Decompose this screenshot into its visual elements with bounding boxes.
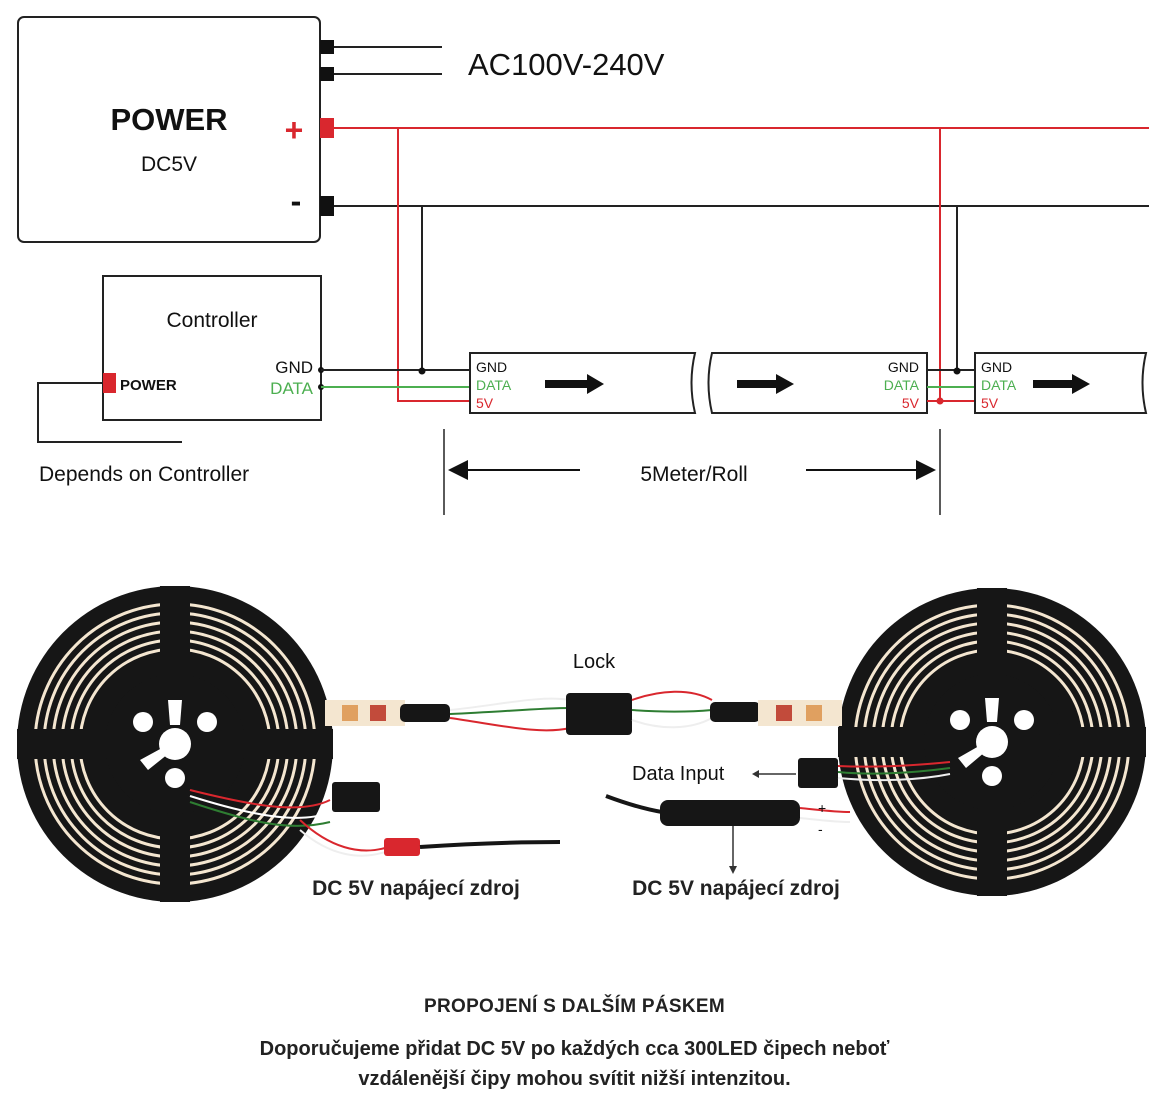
data-input-label: Data Input bbox=[632, 763, 725, 785]
strip2-data-label: DATA bbox=[884, 377, 920, 393]
lock-label: Lock bbox=[573, 651, 616, 673]
right-led-reel: + - bbox=[605, 588, 1146, 896]
left-power-plug bbox=[384, 838, 420, 856]
controller-power-lead: Depends on Controller bbox=[37, 382, 249, 486]
right-psu-label: DC 5V napájecí zdroj bbox=[632, 877, 840, 900]
data-input-callout: Data Input bbox=[632, 763, 796, 785]
strip3-data-label: DATA bbox=[981, 377, 1017, 393]
controller-data-label: DATA bbox=[270, 379, 313, 398]
left-psu-label: DC 5V napájecí zdroj bbox=[312, 877, 520, 900]
power-title: POWER bbox=[110, 102, 227, 137]
power-wires bbox=[334, 127, 1149, 402]
strip3-gnd-label: GND bbox=[981, 359, 1012, 375]
strip2-5v-label: 5V bbox=[902, 395, 920, 411]
left-reel-hub-hole bbox=[159, 728, 191, 760]
right-reel-hub-hole bbox=[976, 726, 1008, 758]
strip1-gnd-label: GND bbox=[476, 359, 507, 375]
roll-length-dimension: 5Meter/Roll bbox=[443, 429, 941, 515]
strip2-arrow-icon bbox=[737, 374, 794, 394]
ac-terminal-1 bbox=[320, 40, 334, 54]
led-strip-segment-3: GND DATA 5V bbox=[974, 352, 1148, 414]
strip1-5v-label: 5V bbox=[476, 395, 494, 411]
controller-power-port bbox=[103, 373, 116, 393]
ac-terminal-2 bbox=[320, 67, 334, 81]
minus-wire-mark: - bbox=[818, 821, 823, 837]
controller-power-label: POWER bbox=[120, 377, 177, 394]
caption-title: PROPOJENÍ S DALŠÍM PÁSKEM bbox=[424, 996, 725, 1017]
strip2-gnd-label: GND bbox=[888, 359, 919, 375]
right-strip-end bbox=[758, 700, 842, 726]
ac-voltage-label: AC100V-240V bbox=[468, 47, 665, 82]
controller-title: Controller bbox=[166, 309, 257, 332]
plus-terminal bbox=[320, 118, 334, 138]
power-voltage: DC5V bbox=[141, 153, 197, 176]
minus-terminal-sign: - bbox=[291, 183, 302, 219]
power-pointer bbox=[729, 826, 737, 874]
ac-input: AC100V-240V bbox=[334, 46, 665, 82]
lock-connection: Lock bbox=[449, 651, 760, 735]
led-strip-segment-1: GND DATA 5V bbox=[469, 352, 697, 414]
led-strip-segment-2: GND DATA 5V bbox=[707, 352, 928, 414]
strip-link-wires bbox=[927, 367, 975, 405]
caption-line-2: vzdálenější čipy mohou svítit nižší inte… bbox=[358, 1068, 791, 1090]
plus-wire-mark: + bbox=[818, 800, 826, 816]
power-supply-box: POWER DC5V + - bbox=[17, 16, 334, 243]
controller-gnd-label: GND bbox=[275, 358, 313, 377]
strip3-5v-label: 5V bbox=[981, 395, 999, 411]
strip3-arrow-icon bbox=[1033, 374, 1090, 394]
left-jst-connector bbox=[332, 782, 380, 812]
minus-terminal bbox=[320, 196, 334, 216]
caption-line-1: Doporučujeme přidat DC 5V po každých cca… bbox=[259, 1038, 890, 1060]
controller-strip-wires bbox=[321, 367, 470, 388]
right-power-jack bbox=[660, 800, 800, 826]
strip1-arrow-icon bbox=[545, 374, 604, 394]
roll-length-label: 5Meter/Roll bbox=[640, 463, 747, 486]
right-jst-connector bbox=[798, 758, 838, 788]
controller-box: Controller POWER GND DATA bbox=[102, 275, 324, 421]
strip1-data-label: DATA bbox=[476, 377, 512, 393]
lock-connector bbox=[566, 693, 632, 735]
depends-on-controller-label: Depends on Controller bbox=[39, 463, 249, 486]
plus-terminal-sign: + bbox=[285, 112, 304, 148]
left-led-reel bbox=[17, 586, 561, 902]
left-strip-end bbox=[325, 700, 405, 726]
